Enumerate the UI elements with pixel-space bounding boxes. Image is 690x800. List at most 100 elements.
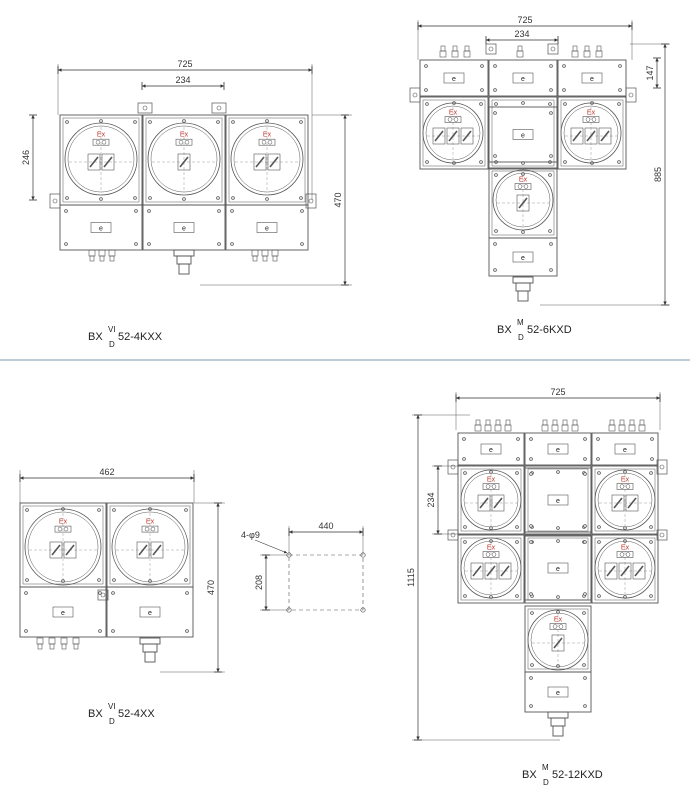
cable-gland-icon: [474, 419, 482, 432]
conduit-body: [550, 717, 566, 727]
gland-nut: [562, 419, 568, 426]
bolt-icon: [184, 578, 188, 582]
chamber-cover: [527, 609, 589, 671]
model-prefix: BX: [497, 324, 512, 336]
gland-body: [628, 424, 636, 432]
indicator-lamp-icon: [178, 139, 184, 145]
gland-nut: [452, 45, 458, 52]
switch-chamber: Ex: [460, 537, 522, 599]
cable-gland-icon: [595, 45, 603, 58]
module-frame: [457, 534, 525, 604]
earth-mark: e: [521, 76, 525, 83]
bolt-icon: [134, 209, 138, 213]
bolt-icon: [556, 539, 560, 543]
switch-chamber: Ex: [594, 537, 656, 599]
indicator-lamp-icon: [619, 552, 625, 557]
indicator-lamp-icon: [485, 484, 491, 489]
enclosure-module: [488, 167, 558, 239]
dim-width: 725: [455, 387, 661, 402]
earth-window: [614, 443, 636, 455]
bolt-icon: [265, 119, 269, 123]
cable-gland-icon: [463, 45, 471, 58]
model-suffix: 52-12KXD: [552, 769, 603, 781]
conduit-entry: [547, 711, 569, 737]
dim-pitch: 234: [426, 465, 442, 535]
earth-mark: e: [521, 133, 525, 140]
terminal-box-frame: [524, 432, 592, 466]
chamber-cover-inner: [495, 172, 551, 228]
dim-label: 440: [318, 521, 333, 531]
model-sub: D: [543, 778, 549, 787]
indicator-lamp-icon: [101, 139, 107, 145]
bolt-icon: [134, 242, 138, 246]
ex-mark: Ex: [180, 132, 189, 139]
bolt-icon: [112, 508, 116, 512]
gland-body: [608, 424, 616, 432]
bolt-icon: [147, 209, 151, 213]
module-flange: [491, 170, 555, 236]
terminal-box: e: [557, 59, 627, 97]
model-prefix: BX: [88, 708, 103, 720]
bolt-icon: [583, 437, 587, 441]
cable-gland-icon: [271, 249, 279, 262]
mounting-hole-icon: [450, 464, 456, 470]
bolt-icon: [583, 457, 587, 461]
earth-window: [256, 222, 278, 233]
gland-nut: [73, 643, 79, 650]
bolt-icon: [185, 629, 189, 633]
bolt-icon: [597, 471, 601, 475]
bolt-icon: [549, 154, 553, 158]
bolt-icon: [583, 676, 587, 680]
gland-body: [595, 50, 603, 58]
cable-gland-icon: [541, 419, 549, 432]
switch-chamber: Ex: [492, 169, 554, 231]
terminal-box: e: [524, 671, 592, 713]
conduit-entry: [139, 637, 161, 663]
bolt-icon: [493, 111, 497, 115]
mounting-hole-icon: [360, 607, 366, 613]
indicator-lamp-icon: [267, 139, 273, 145]
chamber-cover-inner: [463, 472, 519, 528]
bolt-icon: [148, 120, 152, 124]
dim-label: 470: [206, 580, 216, 595]
bolt-icon: [529, 592, 533, 596]
terminal-box-frame: [488, 59, 558, 97]
bolt-icon: [147, 242, 151, 246]
terminal-box: e: [488, 106, 558, 163]
terminal-box: e: [225, 204, 309, 251]
bolt-icon: [494, 102, 498, 106]
mounting-hole-icon: [488, 46, 494, 52]
conduit-collar: [547, 711, 569, 719]
terminal-box-frame: [19, 586, 107, 638]
chamber-cover: [422, 102, 484, 164]
terminal-box-frame: [457, 432, 525, 466]
cable-gland-icon: [608, 419, 616, 432]
terminal-box-frame: [488, 106, 558, 163]
bolt-icon: [582, 663, 586, 667]
bolt-icon: [556, 470, 560, 474]
dim-label: 725: [550, 387, 565, 397]
enclosure-module: [419, 96, 489, 170]
ear-plate: [547, 43, 559, 55]
mounting-hole-icon: [659, 464, 665, 470]
ear-plate: [447, 459, 459, 475]
gland-body: [504, 424, 512, 432]
module-flange: [22, 505, 104, 585]
earth-window: [512, 72, 534, 84]
bolt-icon: [563, 102, 567, 106]
bolt-icon: [649, 594, 653, 598]
chamber-cover-inner: [597, 472, 653, 528]
bolt-icon: [530, 663, 534, 667]
bolt-icon: [99, 197, 103, 201]
mounting-hole-icon: [412, 92, 418, 98]
cable-gland-icon: [439, 45, 447, 58]
bolt-icon: [231, 196, 235, 200]
earth-window: [139, 606, 161, 618]
indicator-lamp-icon: [144, 526, 150, 532]
earth-window: [173, 222, 195, 233]
dim-label: 725: [517, 15, 532, 25]
model-sub: D: [109, 340, 115, 349]
chamber-cover: [460, 469, 522, 531]
earth-window: [52, 606, 74, 618]
